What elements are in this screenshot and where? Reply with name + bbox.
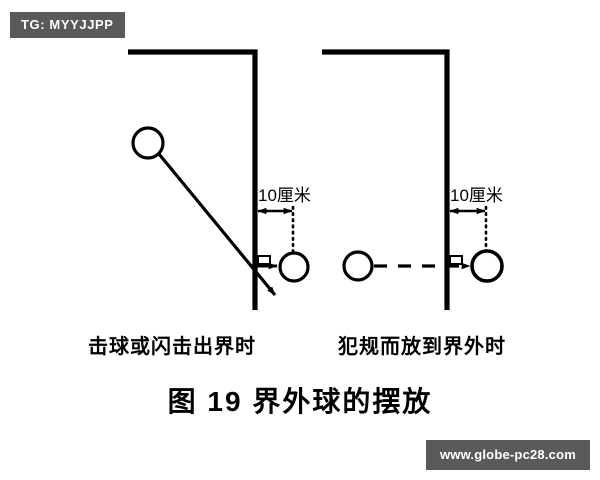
website-watermark-badge: www.globe-pc28.com (425, 440, 590, 470)
telegram-handle-badge: TG: MYYJJPP (10, 12, 125, 38)
right-panel-graphics (322, 49, 504, 310)
left-panel-caption: 击球或闪击出界时 (88, 336, 256, 358)
left-ball-travel-path (157, 152, 277, 297)
right-boundary-tick (449, 255, 463, 265)
left-boundary-line (128, 49, 258, 310)
right-origin-ball (342, 250, 374, 282)
figure-caption: 图 19 界外球的摆放 (167, 386, 433, 417)
left-replaced-ball (278, 251, 310, 283)
right-placed-ball (470, 249, 504, 283)
right-panel-caption: 犯规而放到界外时 (338, 336, 506, 358)
right-boundary-line (322, 49, 450, 310)
left-struck-ball (131, 126, 165, 160)
left-panel-graphics (128, 49, 310, 310)
left-boundary-tick (257, 255, 271, 265)
right-dimension-label: 10厘米 (450, 186, 503, 205)
left-dimension-label: 10厘米 (258, 186, 311, 205)
